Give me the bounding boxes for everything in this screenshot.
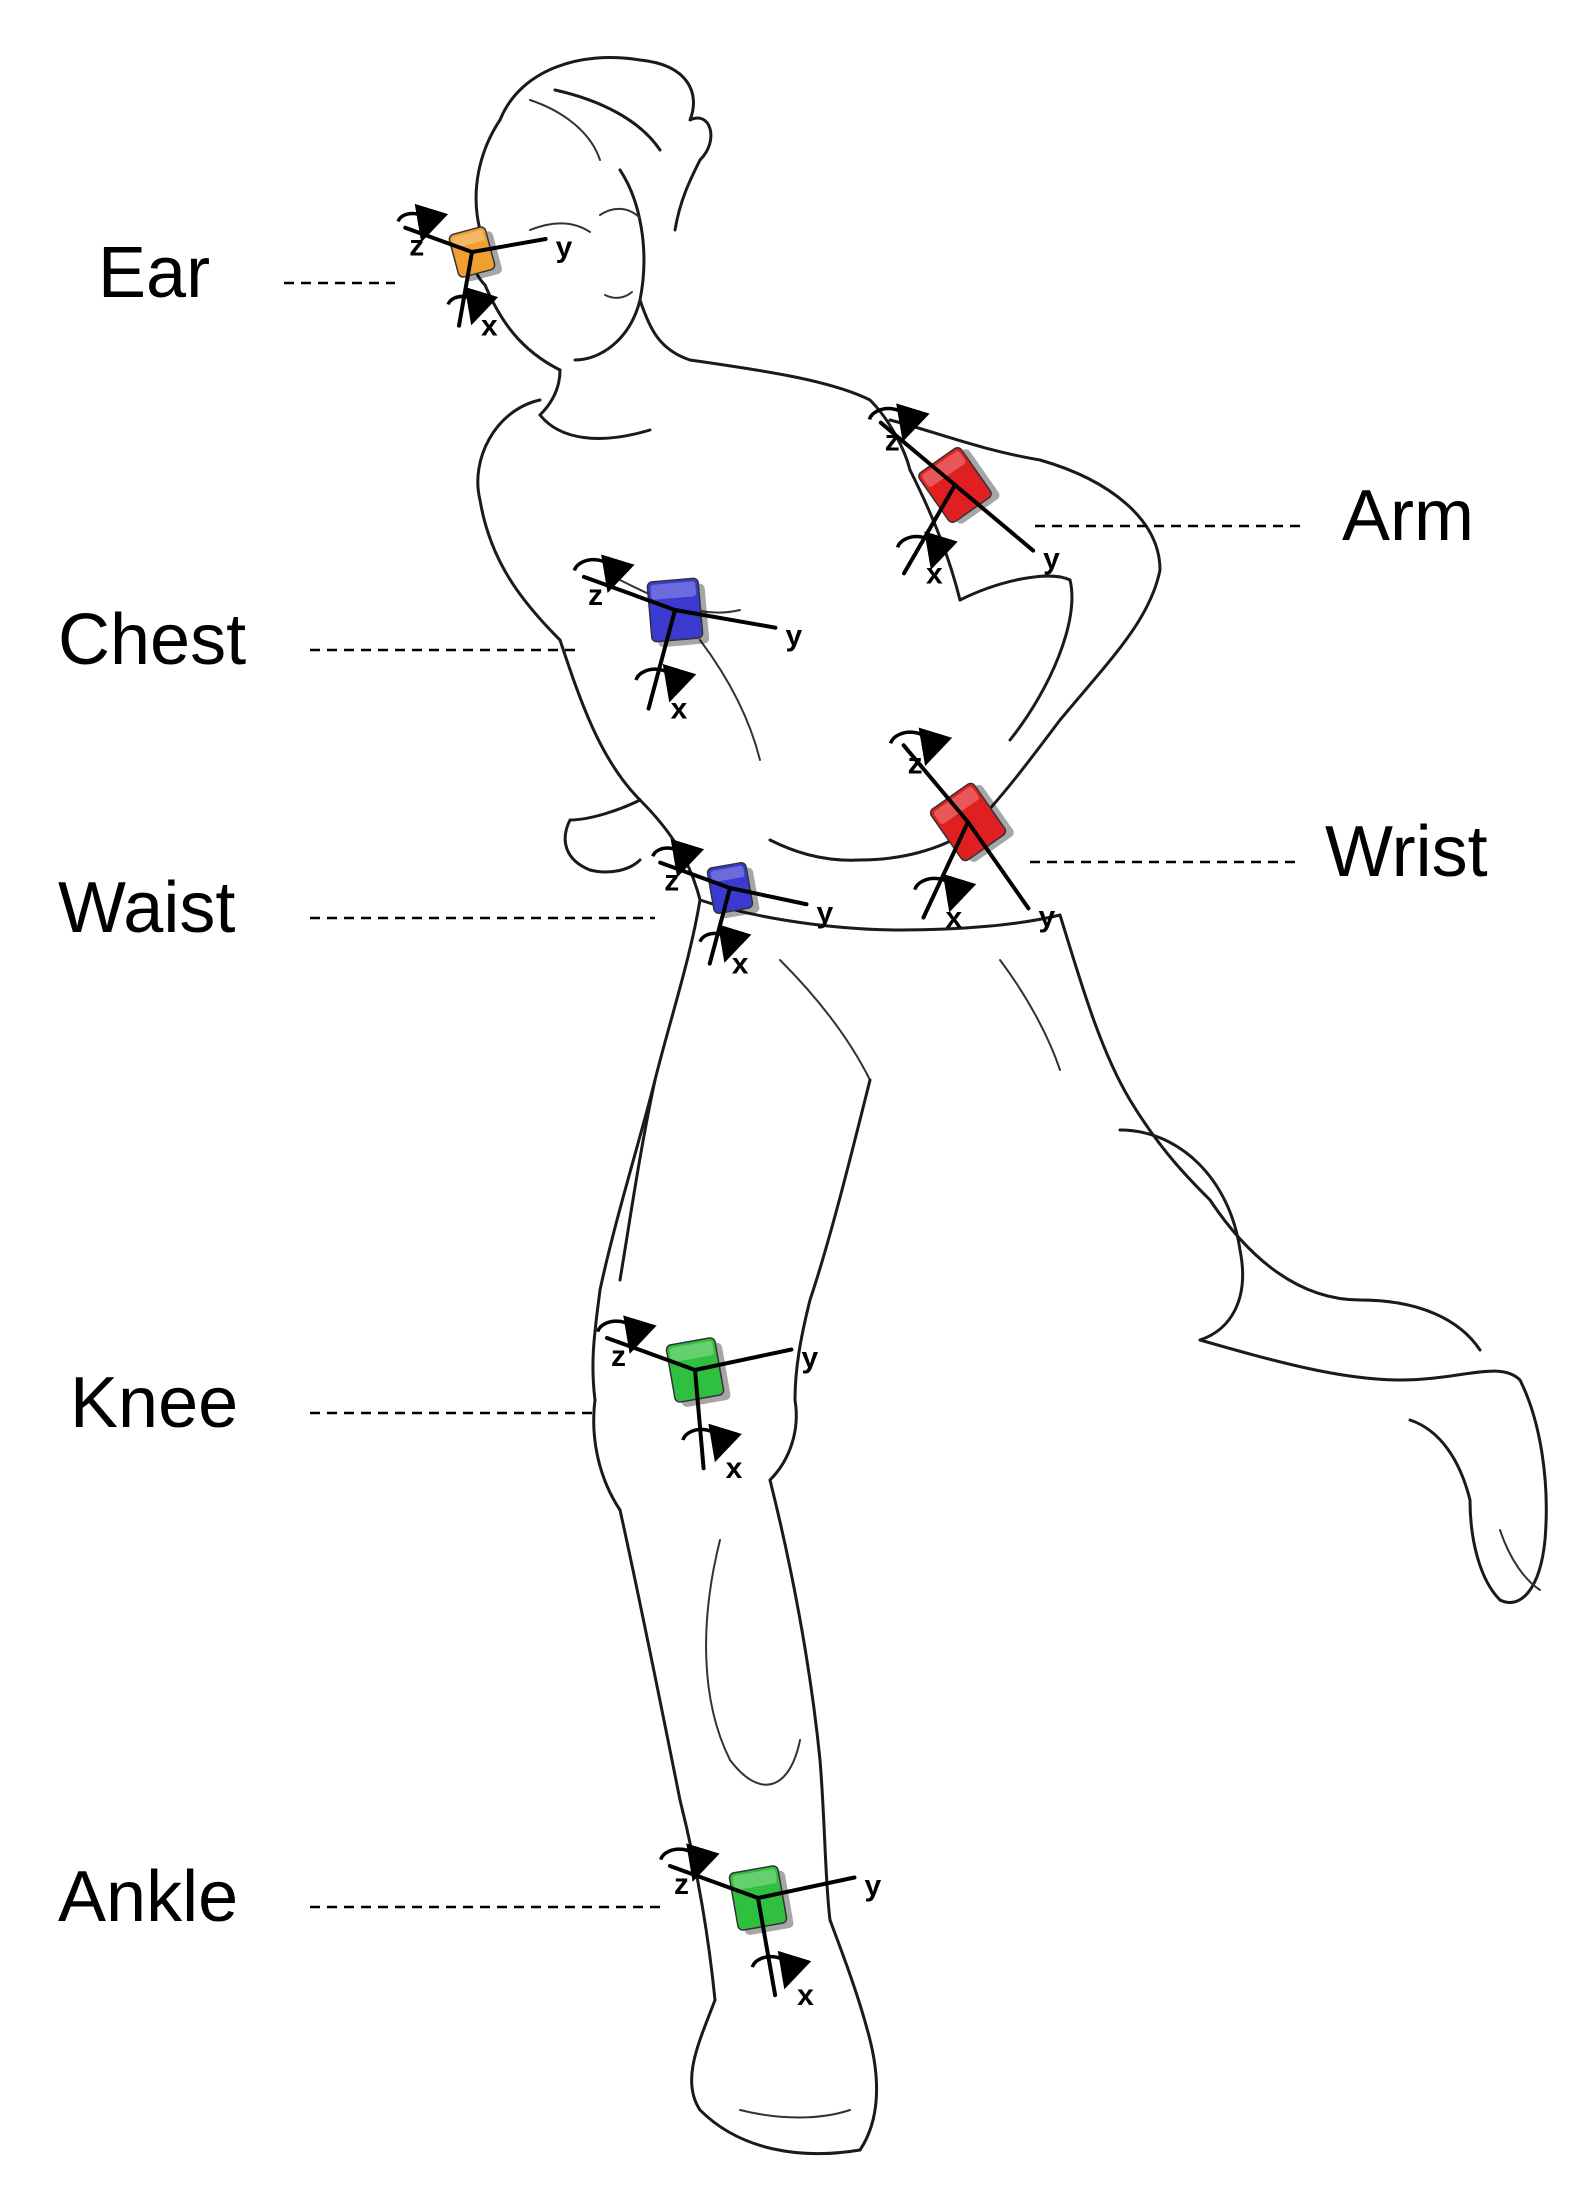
x-axis-label: x (732, 948, 749, 981)
z-axis-label: z (409, 230, 424, 263)
x-axis-label: x (481, 310, 498, 343)
z-axis-label: z (908, 747, 923, 780)
wrist-sensor: y x z (888, 727, 1055, 935)
labels-layer: Ear Arm Chest Wrist Waist Knee Ankle (58, 233, 1488, 1937)
y-axis-line (756, 1875, 857, 1900)
x-axis-label: x (945, 902, 962, 935)
z-axis-line (581, 574, 677, 612)
rotation-arrow-icon (750, 1950, 812, 1990)
y-axis-line (693, 1347, 794, 1372)
y-axis-label: y (1043, 543, 1060, 576)
imu-sensor-icon (918, 447, 1000, 524)
z-axis-label: z (588, 579, 603, 612)
rotation-arrow-icon (396, 203, 449, 243)
rotation-arrow-icon (659, 1843, 720, 1882)
ankle-sensor: y x z (659, 1843, 881, 2012)
wrist-label: Wrist (1325, 812, 1488, 892)
sensors-layer: y x z y x z y x z y x z y x z y x z y x z (396, 203, 1060, 2012)
rotation-arrow-icon (681, 1423, 742, 1463)
rotation-arrow-icon (446, 286, 499, 326)
y-axis-label: y (864, 1869, 881, 1902)
x-axis-line (646, 608, 677, 711)
y-axis-label: y (801, 1341, 818, 1374)
y-axis-label: y (556, 231, 573, 264)
arm-sensor: y x z (867, 403, 1060, 590)
chest-sensor: y x z (572, 554, 802, 726)
rotation-arrow-icon (913, 873, 977, 913)
z-axis-line (667, 1863, 760, 1900)
x-axis-line (921, 820, 970, 920)
x-axis-line (756, 1896, 778, 1998)
x-axis-label: x (797, 1979, 814, 2012)
arm-label: Arm (1342, 476, 1474, 556)
rotation-arrow-icon (572, 554, 635, 594)
rotation-arrow-icon (634, 663, 697, 703)
rotation-arrow-icon (888, 727, 953, 767)
imu-sensor-icon (448, 226, 502, 282)
rotation-arrow-icon (895, 531, 958, 570)
ear-sensor: y x z (396, 203, 573, 343)
z-axis-line (604, 1335, 697, 1372)
z-axis-line (878, 420, 957, 487)
ankle-label: Ankle (58, 1857, 238, 1937)
waist-label: Waist (58, 868, 235, 948)
runner-sketch-icon (471, 56, 1548, 2156)
rotation-arrow-icon (651, 838, 705, 878)
x-axis-line (693, 1368, 706, 1471)
y-axis-label: y (785, 620, 802, 653)
x-axis-line (902, 483, 957, 576)
z-axis-label: z (674, 1868, 689, 1901)
knee-sensor: y x z (596, 1315, 818, 1485)
y-axis-line (728, 886, 809, 907)
z-axis-label: z (611, 1340, 626, 1373)
z-axis-label: z (664, 865, 679, 898)
x-axis-label: x (671, 693, 688, 726)
y-axis-line (953, 483, 1036, 553)
chest-label: Chest (58, 600, 246, 680)
y-axis-label: y (1038, 900, 1055, 933)
y-axis-line (470, 237, 548, 254)
waist-sensor: y x z (651, 838, 833, 981)
z-axis-line (901, 743, 970, 824)
x-axis-label: x (926, 557, 943, 590)
y-axis-line (673, 608, 778, 630)
knee-label: Knee (70, 1363, 238, 1443)
rotation-arrow-icon (698, 924, 752, 963)
ear-label: Ear (98, 233, 210, 313)
y-axis-line (966, 820, 1031, 911)
rotation-arrow-icon (596, 1315, 657, 1354)
z-axis-label: z (885, 425, 900, 458)
rotation-arrow-icon (867, 403, 930, 442)
x-axis-label: x (726, 1452, 743, 1485)
y-axis-label: y (816, 896, 833, 929)
